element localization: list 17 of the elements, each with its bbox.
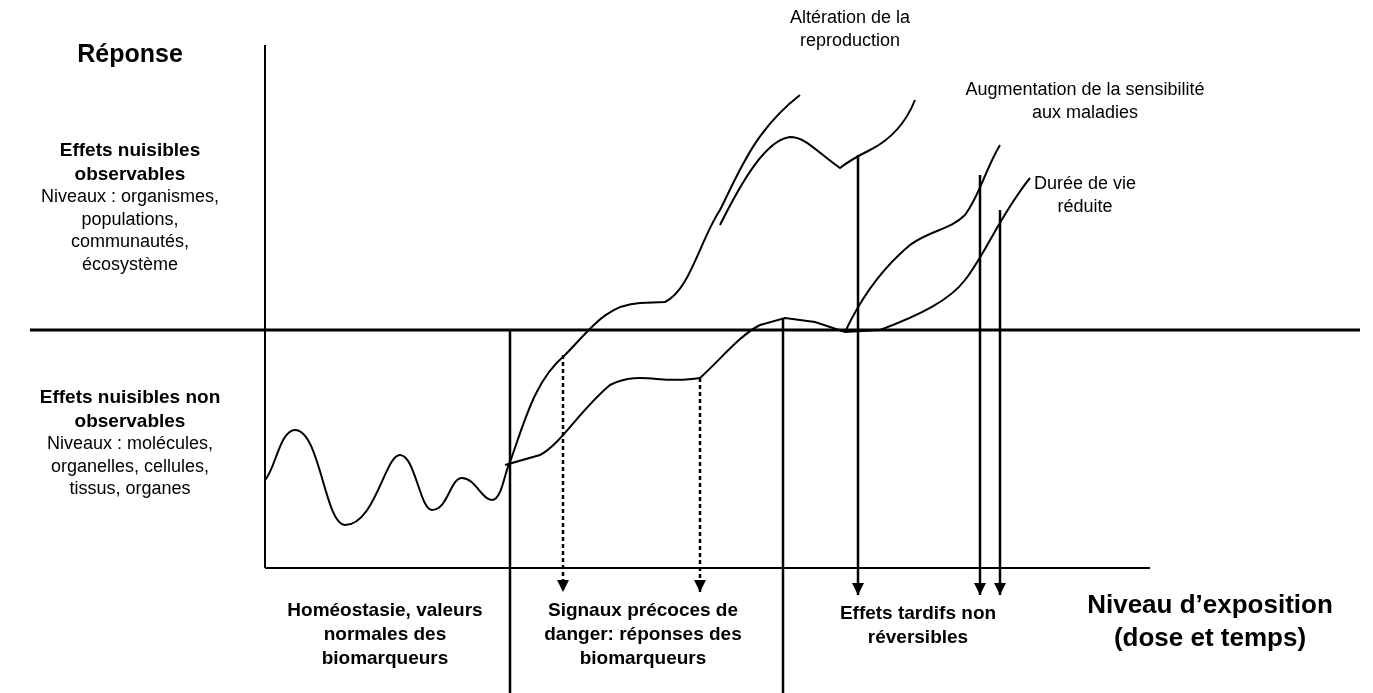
section-heading: Effets nuisibles observables bbox=[58, 138, 202, 186]
curve-label: Altération de la reproduction bbox=[788, 6, 912, 51]
axis-title: Niveau d’exposition (dose et temps) bbox=[1086, 588, 1334, 653]
zone-label: Effets tardifs non réversibles bbox=[838, 601, 998, 649]
arrow bbox=[556, 355, 570, 592]
axis-title: Réponse bbox=[76, 38, 184, 69]
curve-label: Augmentation de la sensibilité aux maladies bbox=[964, 78, 1206, 123]
zone-label: Signaux précoces de danger: réponses des biomarqueurs bbox=[543, 598, 743, 670]
arrow bbox=[973, 175, 987, 595]
section-heading: Effets nuisibles non observables bbox=[38, 385, 222, 433]
arrow bbox=[693, 378, 707, 592]
arrow bbox=[993, 210, 1007, 595]
level-list: Niveaux : molécules, organelles, cellules, tissus, organes bbox=[27, 432, 233, 500]
arrow bbox=[851, 155, 865, 595]
level-list: Niveaux : organismes, populations, communautés, écosystème bbox=[27, 185, 233, 275]
zone-label: Homéostasie, valeurs normales des biomarqueurs bbox=[286, 598, 484, 670]
curve-label: Durée de vie réduite bbox=[1032, 172, 1138, 217]
